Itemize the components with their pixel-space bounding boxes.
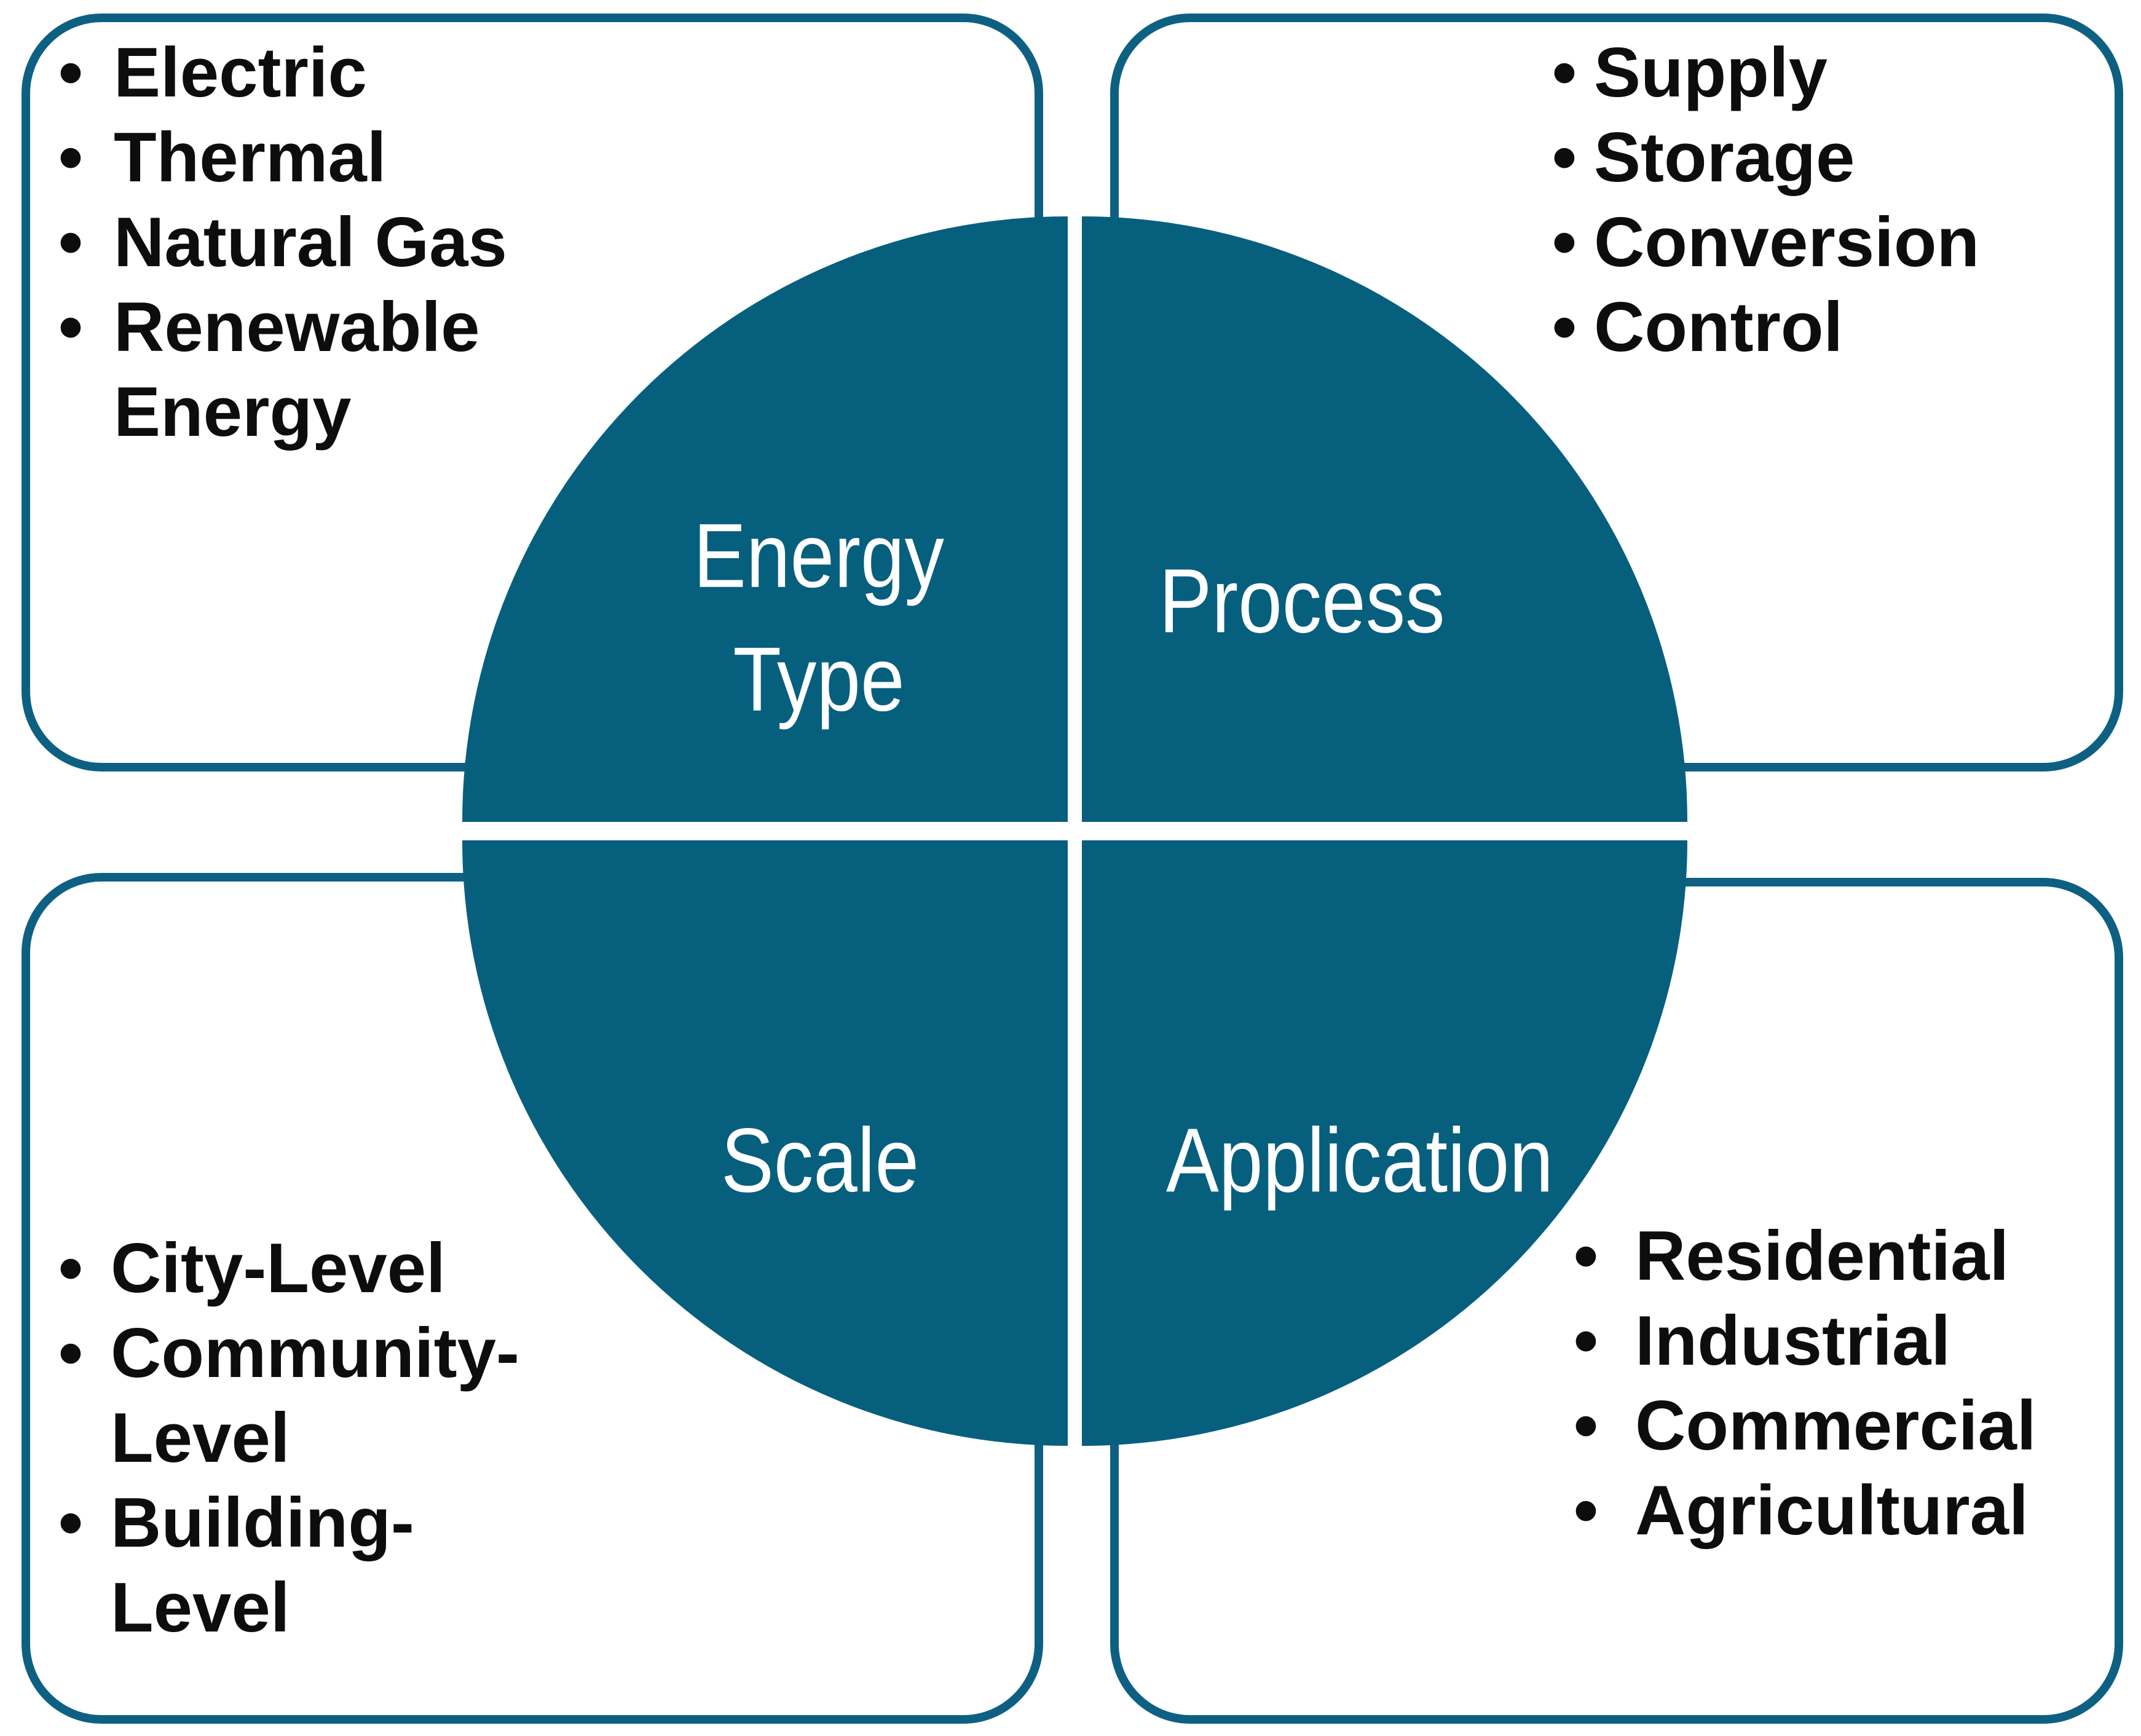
bullet-icon: • bbox=[1574, 1217, 1598, 1295]
list-item-label: Thermal bbox=[114, 119, 387, 197]
scale-list: • City-Level • Community-Level • Building-Lev… bbox=[58, 1226, 529, 1651]
process-list: •Supply•Storage•Conversion•Control bbox=[1552, 31, 2124, 370]
bullet-icon: • bbox=[58, 203, 83, 282]
list-item: • Community-Level bbox=[58, 1311, 529, 1481]
bullet-icon: • bbox=[58, 288, 83, 366]
list-item: •Storage bbox=[1552, 116, 2124, 200]
list-item: • Industrial bbox=[1574, 1299, 2127, 1384]
bullet-icon: • bbox=[58, 1484, 83, 1562]
list-item: • City-Level bbox=[58, 1226, 529, 1311]
list-item: • Natural Gas bbox=[58, 200, 707, 285]
list-item: • Building-Level bbox=[58, 1481, 529, 1651]
list-item-label: Electric bbox=[114, 34, 367, 112]
application-quadrant-label: Application bbox=[1166, 1110, 1553, 1212]
list-item-label: Residential bbox=[1635, 1217, 2009, 1295]
list-item: • Residential bbox=[1574, 1214, 2127, 1299]
list-item: • Agricultural bbox=[1574, 1469, 2127, 1553]
list-item-label: Control bbox=[1594, 288, 1843, 366]
bullet-icon: • bbox=[1552, 288, 1577, 366]
bullet-icon: • bbox=[1552, 119, 1577, 197]
bullet-icon: • bbox=[58, 119, 83, 197]
list-item: • Electric bbox=[58, 31, 707, 116]
list-item-label: Conversion bbox=[1594, 203, 1980, 282]
bullet-icon: • bbox=[58, 34, 83, 112]
process-quadrant-label: Process bbox=[1159, 550, 1445, 652]
list-item-label: Commercial bbox=[1635, 1387, 2037, 1465]
list-item: •Control bbox=[1552, 285, 2124, 370]
list-item-label: Industrial bbox=[1635, 1302, 1951, 1380]
list-item-label: City-Level bbox=[111, 1229, 446, 1308]
list-item-label: Supply bbox=[1594, 34, 1828, 112]
bullet-icon: • bbox=[1574, 1472, 1598, 1550]
bullet-icon: • bbox=[58, 1314, 83, 1392]
application-list: • Residential • Industrial • Commercial • Agric… bbox=[1574, 1214, 2127, 1553]
list-item: • Commercial bbox=[1574, 1384, 2127, 1469]
bullet-icon: • bbox=[1552, 34, 1577, 112]
scale-quadrant-label: Scale bbox=[720, 1110, 920, 1212]
list-item: •Supply bbox=[1552, 31, 2124, 116]
energy-type-list: • Electric • Thermal • Natural Gas • Renewable … bbox=[58, 31, 707, 455]
list-item: • Renewable Energy bbox=[58, 285, 707, 455]
bullet-icon: • bbox=[1574, 1387, 1598, 1465]
list-item-label: Renewable Energy bbox=[114, 288, 480, 451]
list-item-label: Agricultural bbox=[1635, 1472, 2029, 1550]
list-item: •Conversion bbox=[1552, 200, 2124, 285]
energy-type-quadrant-label: Energy Type bbox=[693, 505, 944, 730]
bullet-icon: • bbox=[58, 1229, 83, 1308]
list-item-label: Storage bbox=[1594, 119, 1855, 197]
bullet-icon: • bbox=[1574, 1302, 1598, 1380]
bullet-icon: • bbox=[1552, 203, 1577, 282]
list-item-label: Natural Gas bbox=[114, 203, 507, 282]
list-item-label: Community-Level bbox=[111, 1314, 519, 1477]
list-item: • Thermal bbox=[58, 116, 707, 200]
list-item-label: Building-Level bbox=[111, 1484, 414, 1647]
